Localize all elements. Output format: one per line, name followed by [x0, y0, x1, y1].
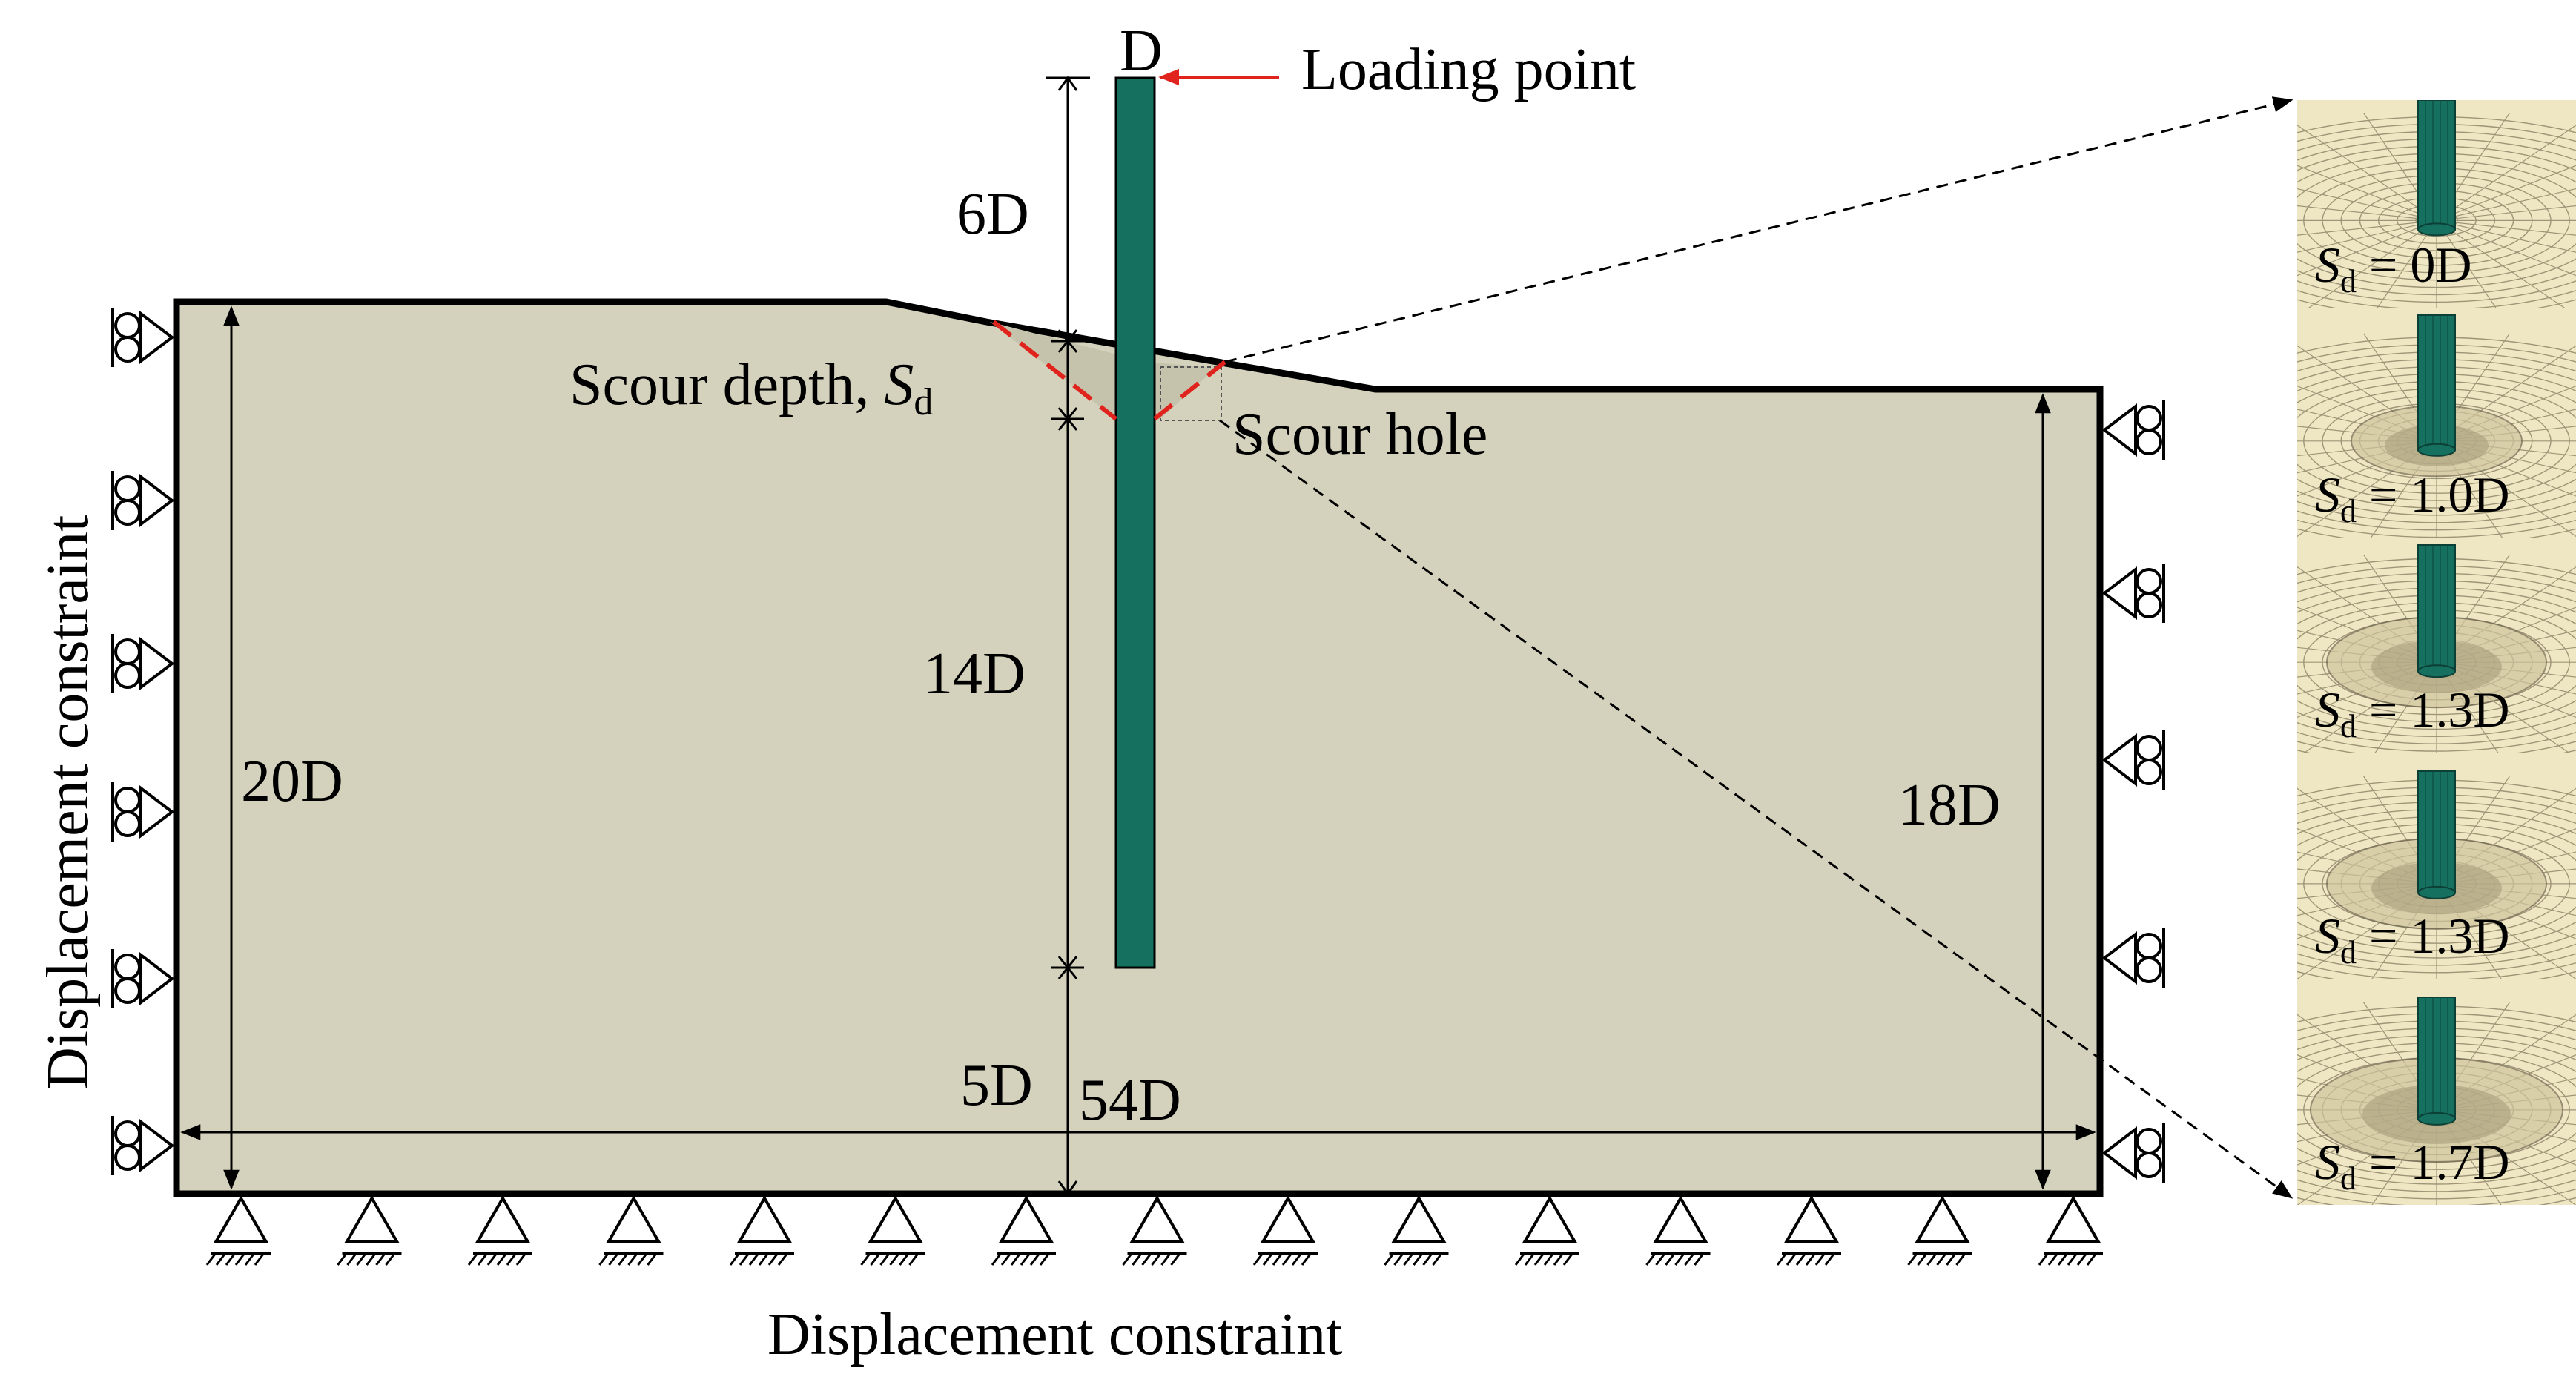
left-roller-support-3 — [111, 782, 175, 842]
scour-depth-label: Scour depth, Sd — [569, 352, 933, 423]
below-tip-label: 5D — [960, 1053, 1033, 1118]
mesh-panel-label-3: Sd = 1.3D — [2315, 908, 2509, 971]
mesh-panel-label-4: Sd = 1.7D — [2315, 1134, 2509, 1197]
pin-support-10 — [1514, 1195, 1579, 1266]
pin-support-2 — [467, 1195, 532, 1266]
mesh-panel-label-0: Sd = 0D — [2315, 237, 2471, 300]
scour-hole-box — [1160, 366, 1222, 421]
mesh-panel-label-2: Sd = 1.3D — [2315, 681, 2509, 744]
pin-support-11 — [1645, 1195, 1711, 1266]
bottom-constraint-label: Displacement constraint — [767, 1302, 1342, 1367]
pile — [1114, 76, 1156, 969]
loading-point-label: Loading point — [1301, 37, 1636, 102]
zoom-line-bottom — [1219, 419, 2293, 1199]
left-roller-support-0 — [111, 308, 175, 367]
pin-support-12 — [1776, 1195, 1841, 1266]
left-constraint-label: Displacement constraint — [36, 515, 101, 1090]
left-roller-supports — [111, 308, 175, 1175]
pile-diameter-label: D — [1120, 19, 1163, 84]
pin-support-14 — [2038, 1195, 2103, 1266]
mesh-panel-3 — [2297, 753, 2576, 979]
mesh-panel-0 — [2297, 100, 2576, 308]
right-height-label: 18D — [1898, 773, 2001, 838]
pin-support-5 — [860, 1195, 925, 1266]
left-roller-support-1 — [111, 471, 175, 530]
right-roller-support-4 — [2101, 1123, 2165, 1183]
right-roller-support-1 — [2101, 564, 2165, 623]
pin-support-6 — [991, 1195, 1056, 1266]
mesh-panel-2 — [2297, 538, 2576, 753]
pin-support-3 — [598, 1195, 664, 1266]
scour-hole-region — [990, 322, 1216, 419]
bottom-pin-supports — [205, 1195, 2103, 1266]
pin-support-9 — [1384, 1195, 1449, 1266]
mesh-panel-1 — [2297, 308, 2576, 538]
left-roller-support-4 — [111, 949, 175, 1008]
scour-hole-label: Scour hole — [1232, 402, 1487, 467]
embedded-length-label: 14D — [923, 641, 1026, 707]
pile-dimensions — [1046, 76, 1090, 1196]
pin-support-4 — [729, 1195, 794, 1266]
right-roller-supports — [2101, 400, 2165, 1183]
left-roller-support-5 — [111, 1116, 175, 1175]
left-height-label: 20D — [241, 749, 343, 814]
pin-support-7 — [1122, 1195, 1187, 1266]
left-roller-support-2 — [111, 634, 175, 693]
pin-support-13 — [1907, 1195, 1972, 1266]
mesh-panel-4 — [2297, 979, 2576, 1205]
right-roller-support-0 — [2101, 400, 2165, 460]
mesh-panels: Sd = 0D Sd = 1.0D Sd = 1.3D Sd = 1.3D Sd = 1… — [2297, 100, 2576, 1205]
right-roller-support-3 — [2101, 928, 2165, 988]
pin-support-8 — [1252, 1195, 1318, 1266]
right-roller-support-2 — [2101, 730, 2165, 790]
mesh-panel-label-1: Sd = 1.0D — [2315, 466, 2509, 529]
scour-line-right — [1153, 360, 1226, 421]
zoom-line-top — [1224, 96, 2293, 363]
pile-above-ground-label: 6D — [957, 182, 1029, 247]
scour-line-left — [992, 320, 1117, 421]
pin-support-1 — [337, 1195, 402, 1266]
domain-width-label: 54D — [1079, 1068, 1181, 1133]
pin-support-0 — [205, 1195, 271, 1266]
